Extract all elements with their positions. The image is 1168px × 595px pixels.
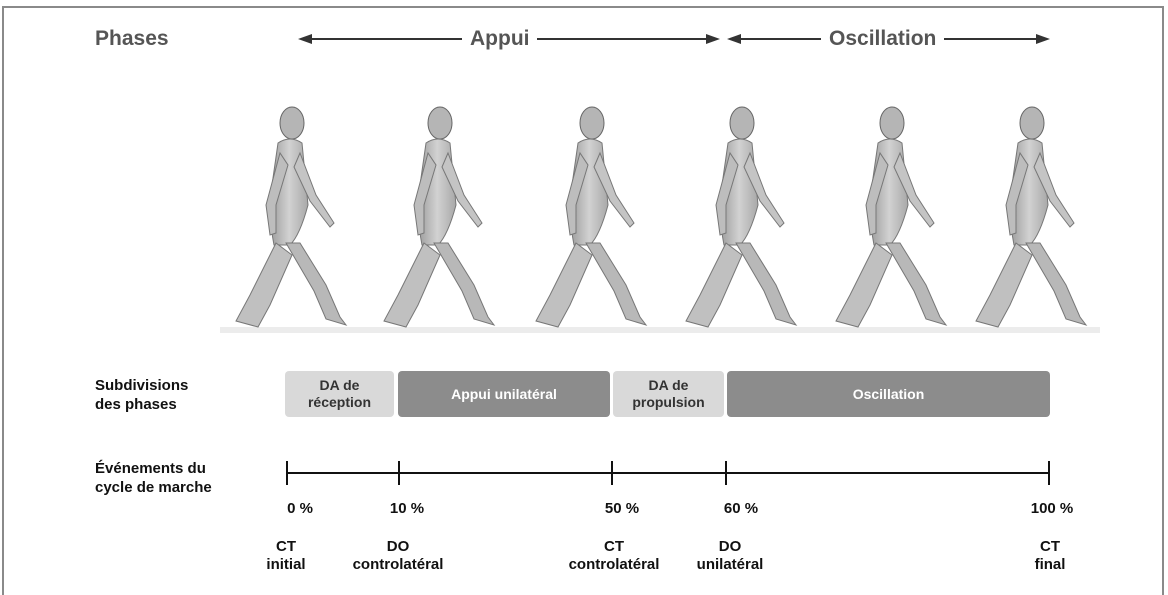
events-label: Événements du cycle de marche [95,459,212,497]
event-ct-initial-line-2: initial [266,556,306,573]
pct-label-0: 0 % [287,500,313,517]
events-label-line-2: cycle de marche [95,479,212,496]
segment-appui-unilateral: Appui unilatéral [398,371,610,417]
segment-oscillation-label: Oscillation [852,385,925,402]
pct-label-10: 10 % [389,500,425,517]
event-ct-controlateral-line-2: controlatéral [568,556,660,573]
segment-oscillation: Oscillation [727,371,1050,417]
event-do-controlateral: DO controlatéral [353,538,444,574]
segment-appui-unilateral-label: Appui unilatéral [451,385,557,402]
event-ct-controlateral: CT controlatéral [569,538,660,574]
pct-label-60: 60 % [723,500,759,517]
event-ct-initial: CT initial [266,538,305,574]
event-do-unilateral-line-1: DO [718,538,742,555]
phases-title: Phases [95,27,169,50]
tick-60-percent [725,461,727,485]
walking-figure-4 [685,106,797,328]
appui-phase-label: Appui [462,27,538,51]
walking-figures-illustration [220,106,1100,333]
pct-label-100: 100 % [1030,500,1074,517]
event-ct-initial-line-1: CT [275,538,296,555]
tick-100-percent [1048,461,1050,485]
appui-arrow-left-head [298,34,312,44]
segment-da-reception: DA de réception [285,371,394,417]
event-ct-final: CT final [1035,538,1066,574]
subdivisions-label-line-2: des phases [95,396,177,413]
tick-10-percent [398,461,400,485]
event-ct-final-line-1: CT [1040,538,1060,555]
appui-arrow-right-head [706,34,720,44]
subdivisions-label: Subdivisions des phases [95,376,188,414]
subdivisions-label-line-1: Subdivisions [95,377,189,394]
tick-0-percent [286,461,288,485]
segment-da-propulsion-line-1: DA de [648,377,689,393]
event-ct-final-line-2: final [1034,556,1066,573]
gait-cycle-timeline [287,472,1050,474]
walking-figure-6 [975,106,1087,328]
event-do-controlateral-line-1: DO [386,538,410,555]
pct-label-50: 50 % [604,500,640,517]
walking-figure-5 [835,106,947,328]
events-label-line-1: Événements du [95,460,206,477]
oscillation-arrow-right-head [1036,34,1050,44]
event-ct-controlateral-line-1: CT [603,538,624,555]
oscillation-arrow-left-head [727,34,741,44]
ground-shadow [220,327,1100,333]
walking-figure-3 [535,106,647,328]
tick-50-percent [611,461,613,485]
walking-figure-2 [383,106,495,328]
walking-figure-1 [235,106,348,328]
segment-da-propulsion-line-2: propulsion [632,394,705,410]
segment-da-reception-line-1: DA de [319,377,360,393]
segment-da-propulsion: DA de propulsion [613,371,724,417]
oscillation-phase-label: Oscillation [821,27,945,51]
segment-da-reception-line-2: réception [307,394,371,410]
event-do-unilateral: DO unilatéral [697,538,764,574]
event-do-controlateral-line-2: controlatéral [352,556,444,573]
event-do-unilateral-line-2: unilatéral [696,556,764,573]
figure-frame [2,6,1164,595]
